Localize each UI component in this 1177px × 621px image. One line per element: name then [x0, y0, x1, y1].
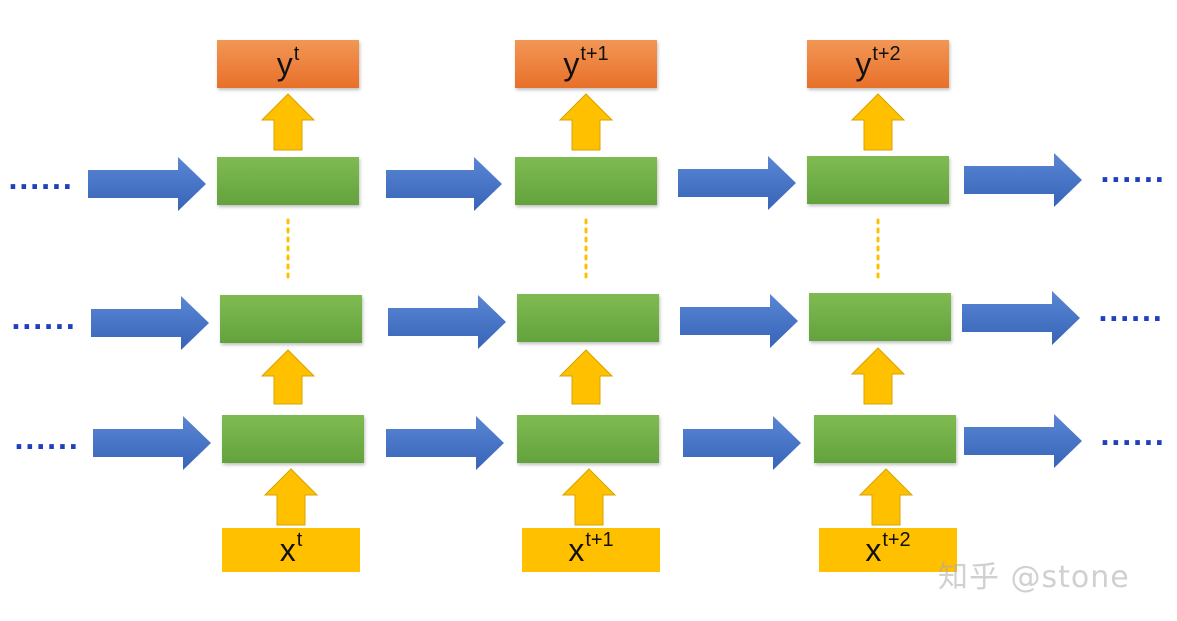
up-arrow-mid-t2: [850, 347, 906, 405]
ellipsis-right-row3: ......: [1100, 422, 1166, 452]
cell-mid-t: [220, 295, 362, 343]
watermark: 知乎 @stone: [938, 560, 1130, 595]
output-label-base: y: [276, 45, 293, 82]
cell-bottom-t: [222, 415, 364, 463]
output-label-sup: t+2: [872, 42, 901, 65]
ellipsis-left-row3: ......: [14, 426, 80, 456]
output-box-t1: [515, 40, 657, 88]
right-arrow-r2-a0: [91, 296, 209, 350]
up-arrow-mid-t: [260, 349, 316, 405]
up-arrow-input-t2: [858, 468, 914, 526]
cell-top-t1: [515, 157, 657, 205]
cell-bottom-t1: [517, 415, 659, 463]
input-label-base: x: [279, 531, 296, 568]
cell-mid-t1: [517, 294, 659, 342]
input-box-t1: [522, 528, 660, 572]
up-arrow-output-t2: [850, 93, 906, 151]
input-label-sup: t: [296, 528, 303, 551]
ellipsis-right-row2: ......: [1098, 298, 1164, 328]
right-arrow-r3-a2: [683, 416, 801, 470]
output-box-t: [217, 40, 359, 88]
input-label-sup: t+1: [585, 528, 614, 551]
cell-top-t2: [807, 156, 949, 204]
right-arrow-r2-a2: [680, 294, 798, 348]
up-arrow-output-t1: [558, 93, 614, 151]
cell-top-t: [217, 157, 359, 205]
right-arrow-r1-a1: [386, 157, 502, 211]
input-box-t2: [819, 528, 957, 572]
cell-mid-t2: [809, 293, 951, 341]
right-arrow-r1-a2: [678, 156, 796, 210]
output-label-sup: t+1: [580, 42, 609, 65]
right-arrow-r3-a1: [386, 416, 504, 470]
up-arrow-mid-t1: [558, 349, 614, 405]
up-arrow-input-t1: [561, 468, 617, 526]
cell-bottom-t2: [814, 415, 956, 463]
input-label-base: x: [865, 531, 882, 568]
up-arrow-input-t: [263, 468, 319, 526]
input-label-base: x: [568, 531, 585, 568]
output-label-sup: t: [293, 42, 300, 65]
input-box-t: [222, 528, 360, 572]
right-arrow-r2-a3: [962, 291, 1080, 345]
right-arrow-r1-a0: [88, 157, 206, 211]
output-label-base: y: [855, 45, 872, 82]
right-arrow-r2-a1: [388, 295, 506, 349]
ellipsis-left-row2: ......: [11, 306, 77, 336]
ellipsis-right-row1: ......: [1100, 159, 1166, 189]
right-arrow-r3-a3: [964, 414, 1082, 468]
output-box-t2: [807, 40, 949, 88]
ellipsis-left-row1: ......: [8, 166, 74, 196]
up-arrow-output-t: [260, 93, 316, 151]
output-label-base: y: [563, 45, 580, 82]
input-label-sup: t+2: [882, 528, 911, 551]
right-arrow-r1-a3: [964, 153, 1082, 207]
right-arrow-r3-a0: [93, 416, 211, 470]
